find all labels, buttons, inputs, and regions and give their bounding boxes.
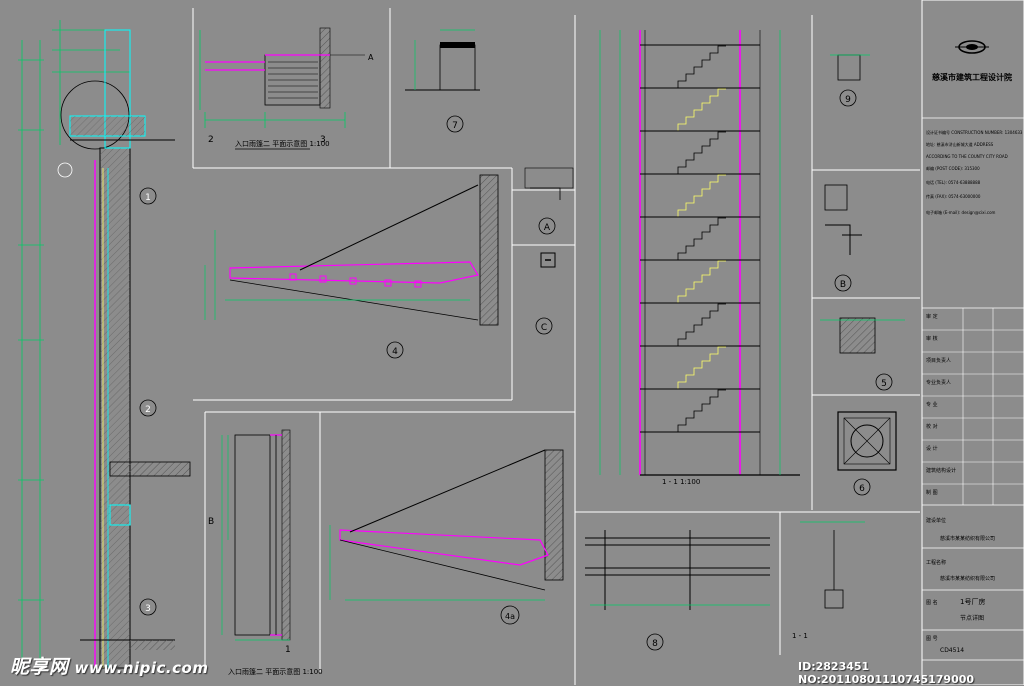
detail-6: 6	[837, 411, 897, 496]
stair-flight	[670, 45, 726, 89]
detail-label: 2	[145, 405, 151, 415]
svg-text:电子邮箱 (E-mail): design@cixi.com: 电子邮箱 (E-mail): design@cixi.com	[926, 209, 996, 215]
stair-flight	[670, 131, 726, 175]
detail-label: 4a	[505, 612, 515, 621]
detail-label: 8	[652, 639, 658, 649]
drawing-sub: 节点详图	[960, 614, 984, 622]
grid-label: 1	[285, 645, 291, 655]
panel-borders	[192, 8, 920, 685]
drawing-number: CD4514	[940, 647, 964, 654]
grid-label: A	[368, 53, 374, 62]
number-label: 图 号	[926, 636, 938, 642]
project-value: 慈溪市某某纺织有限公司	[940, 575, 995, 582]
canopy-section-4a: 4a	[329, 449, 564, 625]
client-label: 建设单位	[926, 517, 946, 524]
role-label: 专业负责人	[926, 379, 951, 386]
detail-label: C	[541, 323, 547, 333]
details-a-c: A C	[524, 167, 574, 335]
plan-title-1: 入口雨篷二 平面示意图 1:100	[235, 139, 330, 148]
stair-section: 1 - 1 1:100	[599, 30, 800, 486]
role-label: 校 对	[926, 423, 938, 430]
svg-text:设计证书编号 CONSTRUCTION NUMBER: 13: 设计证书编号 CONSTRUCTION NUMBER: 1304633	[926, 129, 1023, 135]
role-label: 项目负责人	[926, 357, 951, 364]
role-label: 专 业	[926, 401, 938, 408]
railing-detail-8: 8	[585, 530, 770, 651]
detail-5: 5	[820, 317, 905, 391]
stair-flight	[670, 217, 726, 261]
section-small-title: 1 - 1	[792, 632, 808, 640]
watermark-id: ID:2823451 NO:20110801110745179000	[798, 660, 975, 686]
stair-flight	[670, 389, 726, 433]
firm-logo-icon	[955, 40, 989, 54]
detail-label: 1	[145, 193, 151, 203]
role-label: 制 图	[926, 489, 938, 496]
stair-flight	[670, 260, 726, 304]
detail-label: 4	[392, 347, 398, 357]
title-block: 慈溪市建筑工程设计院 设计证书编号 CONSTRUCTION NUMBER: 1…	[921, 0, 1024, 685]
grid-label: 3	[320, 135, 326, 145]
canopy-section-4: 4	[204, 174, 499, 359]
stair-flight	[670, 303, 726, 347]
drawing-label: 图 名	[926, 599, 938, 606]
canopy-plan-2: B 1 入口雨篷二 平面示意图 1:100	[208, 429, 323, 676]
wall-section-left: 1 2 3	[18, 20, 191, 670]
stair-flight	[670, 346, 726, 390]
section-title: 1 - 1 1:100	[662, 478, 700, 486]
detail-label: 6	[859, 484, 865, 494]
detail-label: A	[544, 223, 551, 233]
grid-label: B	[208, 517, 214, 527]
plan-title-2: 入口雨篷二 平面示意图 1:100	[228, 667, 323, 676]
role-label: 建筑结构设计	[926, 467, 956, 474]
svg-text:电话 (TEL): 0574-63888888: 电话 (TEL): 0574-63888888	[926, 179, 981, 185]
role-label: 审 定	[926, 313, 938, 320]
drawing-name: 1号厂房	[960, 597, 985, 606]
detail-label: B	[840, 280, 846, 290]
canopy-plan-1: 2 3 A 入口雨篷二 平面示意图 1:100	[199, 27, 374, 150]
svg-text:ACCORDING TO THE COUNTY CITY R: ACCORDING TO THE COUNTY CITY ROAD	[926, 154, 1008, 159]
detail-label: 3	[145, 604, 151, 614]
small-section-1-1: 1 - 1	[792, 521, 865, 640]
firm-name: 慈溪市建筑工程设计院	[932, 72, 1012, 82]
grid-label: 2	[208, 135, 214, 145]
detail-label: 9	[845, 95, 851, 105]
stair-flight	[670, 88, 726, 132]
role-label: 审 核	[926, 335, 938, 342]
detail-9: 9	[830, 54, 870, 107]
svg-text:传真 (FAX): 0574-63000000: 传真 (FAX): 0574-63000000	[926, 193, 981, 199]
role-label: 设 计	[926, 445, 938, 452]
detail-label: 7	[452, 121, 458, 131]
detail-b: B	[824, 184, 862, 292]
svg-text:地址: 慈溪市浒山新城大道 ADDRESS: 地址: 慈溪市浒山新城大道 ADDRESS	[926, 141, 994, 147]
project-label: 工程名称	[926, 559, 946, 566]
svg-text:邮编 (POST CODE): 315300: 邮编 (POST CODE): 315300	[926, 165, 980, 171]
client-value: 慈溪市某某纺织有限公司	[940, 535, 995, 542]
detail-7: 7	[405, 29, 480, 133]
stair-flight	[670, 174, 726, 218]
detail-label: 5	[881, 379, 887, 389]
